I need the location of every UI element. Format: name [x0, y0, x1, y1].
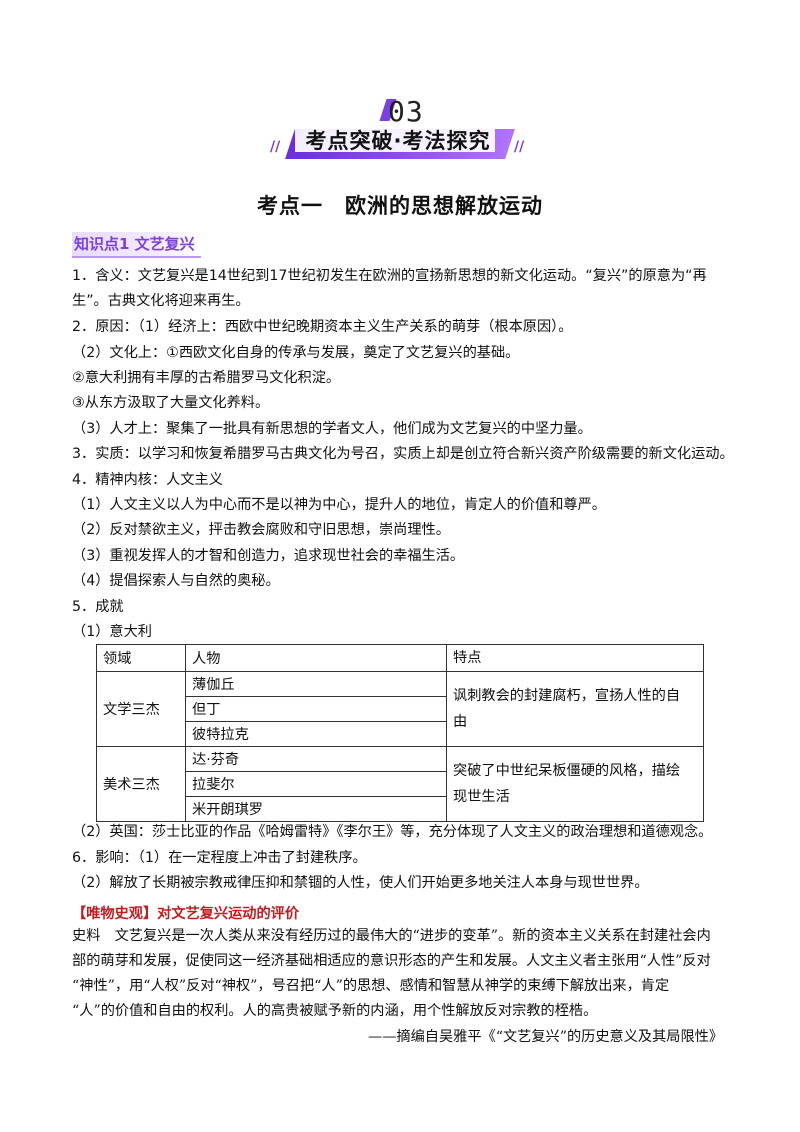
section-number: 03	[388, 95, 424, 128]
body-line: ③从东方汲取了大量文化养料。	[72, 395, 270, 411]
material-line: 史料 文艺复兴是一次人类从来没有经历过的最伟大的“进步的变革”。新的资本主义关系…	[72, 928, 711, 944]
table-cell-feature-line: 突破了中世纪呆板僵硬的风格，描绘	[453, 763, 681, 779]
section-title: 考点突破·考法探究	[305, 129, 491, 153]
table-cell-person: 但丁	[185, 696, 447, 722]
table-cell-person: 拉斐尔	[185, 771, 447, 797]
body-line: 4．精神内核：人文主义	[72, 472, 223, 488]
body-line: （3）人才上：聚集了一批具有新思想的学者文人，他们成为文艺复兴的中坚力量。	[72, 421, 592, 437]
body-line: 3．实质：以学习和恢复希腊罗马古典文化为号召，实质上却是创立符合新兴资产阶级需要…	[72, 446, 734, 462]
body-line: 5．成就	[72, 599, 124, 615]
table-cell-field: 文学三杰	[96, 671, 186, 747]
material-line: “神性”，用“人权”反对“神权”，号召把“人”的思想、感情和智慧从神学的束缚下解…	[72, 978, 670, 994]
table-row: 但丁	[97, 696, 704, 722]
table-cell-person: 米开朗琪罗	[185, 796, 447, 822]
body-line: （1）意大利	[72, 624, 152, 640]
material-source: ——摘编自吴雅平《“文艺复兴”的历史意义及其局限性》	[368, 1029, 724, 1045]
achievements-table: 领域 人物 特点 文学三杰 薄伽丘 讽刺教会的封建腐朽，宣扬人性的自 由 但丁 …	[96, 644, 704, 822]
table-cell-person: 彼特拉克	[185, 721, 447, 747]
table-cell-feature-line: 由	[453, 714, 468, 730]
page-heading: 考点一 欧洲的思想解放运动	[257, 194, 543, 218]
material-line: “人”的价值和自由的权利。人的高贵被赋予新的内涵，用个性解放反对宗教的桎梏。	[72, 1003, 598, 1019]
table-row: 文学三杰 薄伽丘 讽刺教会的封建腐朽，宣扬人性的自 由	[96, 671, 704, 747]
table-cell-feature: 突破了中世纪呆板僵硬的风格，描绘 现世生活	[446, 746, 704, 822]
section-slash-right: //	[514, 139, 525, 155]
body-line: （2）英国：莎士比亚的作品《哈姆雷特》《李尔王》等，充分体现了人文主义的政治理想…	[72, 824, 713, 840]
section-title-backdrop	[295, 125, 495, 152]
section-slash-left: //	[270, 139, 281, 155]
table-row: 拉斐尔	[97, 771, 704, 797]
table-cell-person: 达·芬奇	[185, 746, 447, 772]
table-cell-feature-line: 讽刺教会的封建腐朽，宣扬人性的自	[453, 688, 681, 704]
body-line: （3）重视发挥人的才智和创造力，追求现世社会的幸福生活。	[72, 548, 465, 564]
knowledge-point-label: 知识点1 文艺复兴	[72, 232, 201, 258]
table-row: 美术三杰 达·芬奇 突破了中世纪呆板僵硬的风格，描绘 现世生活	[96, 746, 704, 822]
body-line: （4）提倡探索人与自然的奥秘。	[72, 573, 280, 589]
body-line: 2．原因：（1）经济上：西欧中世纪晚期资本主义生产关系的萌芽（根本原因）。	[72, 319, 573, 335]
section-header: 03 考点突破·考法探究 // //	[270, 95, 532, 170]
body-line: （1）人文主义以人为中心而不是以神为中心，提升人的地位，肯定人的价值和尊严。	[72, 497, 606, 513]
table-header-cell: 人物	[185, 644, 447, 672]
body-line: （2）解放了长期被宗教戒律压抑和禁锢的人性，使人们开始更多地关注人本身与现世世界…	[72, 875, 649, 891]
material-title: 【唯物史观】对文艺复兴运动的评价	[72, 906, 300, 922]
table-cell-feature-line: 现世生活	[453, 789, 510, 805]
table-cell-field: 美术三杰	[96, 746, 186, 822]
body-line: （2）文化上：①西欧文化自身的传承与发展，奠定了文艺复兴的基础。	[72, 345, 520, 361]
table-cell-person: 薄伽丘	[185, 671, 447, 697]
table-cell-feature: 讽刺教会的封建腐朽，宣扬人性的自 由	[446, 671, 704, 747]
body-line: 1．含义：文艺复兴是14世纪到17世纪初发生在欧洲的宣扬新思想的新文化运动。“复…	[72, 268, 707, 284]
body-line: ②意大利拥有丰厚的古希腊罗马文化积淀。	[72, 370, 341, 386]
body-line: 6．影响：（1）在一定程度上冲击了封建秩序。	[72, 850, 367, 866]
body-line: （2）反对禁欲主义，抨击教会腐败和守旧思想，崇尚理性。	[72, 522, 450, 538]
table-row: 米开朗琪罗	[97, 796, 704, 822]
body-line: 生”。古典文化将迎来再生。	[72, 293, 250, 309]
material-line: 部的萌芽和发展，促使同这一经济基础相适应的意识形态的产生和发展。人文主义者主张用…	[72, 953, 711, 969]
table-header-cell: 特点	[446, 644, 704, 672]
table-header-row: 领域 人物 特点	[96, 644, 704, 672]
table-header-cell: 领域	[96, 644, 186, 672]
